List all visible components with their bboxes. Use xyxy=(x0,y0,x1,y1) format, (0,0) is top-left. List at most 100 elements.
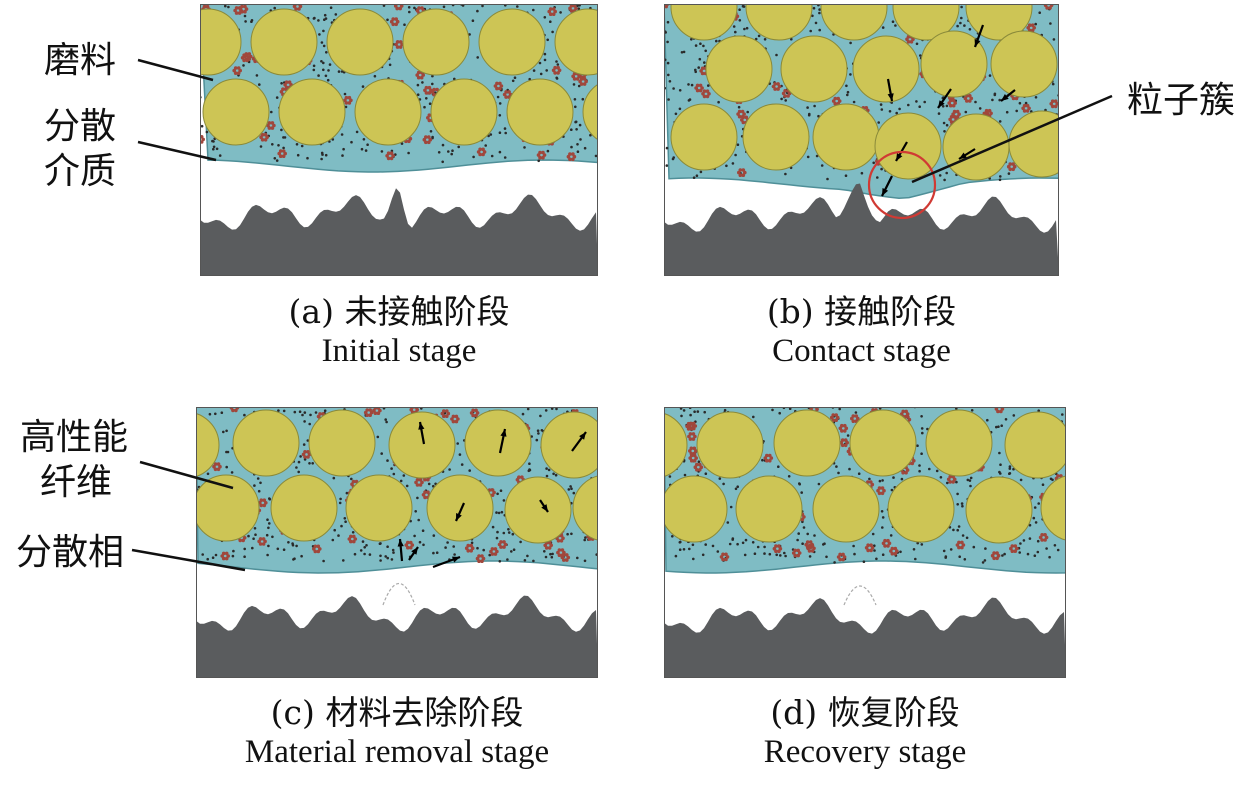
dispersed-dot xyxy=(324,153,328,157)
dispersed-dot xyxy=(489,133,493,136)
dispersed-dot xyxy=(826,177,829,181)
dispersed-dot xyxy=(206,557,209,561)
dispersed-dot xyxy=(547,468,551,472)
dispersed-dot xyxy=(880,510,884,513)
dispersed-dot xyxy=(338,501,342,505)
nano-cluster xyxy=(497,540,508,549)
nano-cluster xyxy=(312,544,322,554)
dispersed-dot xyxy=(232,549,235,553)
dispersed-dot xyxy=(312,64,316,68)
dispersed-dot xyxy=(707,84,710,87)
dispersed-dot xyxy=(1001,554,1004,557)
dispersed-dot xyxy=(476,56,480,59)
nano-cluster xyxy=(343,95,353,105)
dispersed-dot xyxy=(784,172,787,176)
dispersed-dot xyxy=(314,411,318,414)
nano-cluster xyxy=(347,534,358,544)
dispersed-dot xyxy=(225,429,228,433)
dispersed-dot xyxy=(1037,409,1040,412)
dispersed-dot xyxy=(555,407,558,411)
dispersed-dot xyxy=(941,105,945,108)
dispersed-dot xyxy=(956,492,959,496)
panel-frame xyxy=(664,407,1066,678)
dispersed-dot xyxy=(688,547,691,551)
dispersed-dot xyxy=(390,467,393,470)
dispersed-dot xyxy=(507,528,510,531)
dispersed-dot xyxy=(214,553,218,557)
panel-c xyxy=(196,407,598,678)
removed-peak-outline xyxy=(843,585,877,606)
dispersed-dot xyxy=(694,68,697,72)
dispersed-dot xyxy=(1052,38,1056,41)
dispersed-dot xyxy=(920,543,924,546)
dispersed-dot xyxy=(860,171,864,175)
dispersed-dot xyxy=(350,477,353,481)
dispersed-dot xyxy=(570,128,573,131)
nano-cluster xyxy=(889,546,899,556)
caption-a-cn: (a) 未接触阶段 xyxy=(288,292,510,331)
dispersed-dot xyxy=(340,524,343,528)
dispersed-dot xyxy=(296,153,300,157)
dispersed-dot xyxy=(697,460,701,463)
dispersed-dot xyxy=(871,532,875,536)
dispersed-dot xyxy=(877,121,880,124)
dispersed-dot xyxy=(956,528,959,532)
dispersed-dot xyxy=(1032,516,1036,520)
dispersed-dot xyxy=(403,23,406,27)
dispersed-dot xyxy=(306,439,310,442)
dispersed-dot xyxy=(881,516,885,519)
dispersed-dot xyxy=(282,548,286,551)
motion-arrowhead xyxy=(974,39,981,47)
dispersed-dot xyxy=(854,411,858,414)
dispersed-dot xyxy=(544,555,548,559)
dispersed-dot xyxy=(981,561,985,564)
dispersed-dot xyxy=(343,92,347,96)
dispersed-dot xyxy=(692,176,696,179)
dispersed-dot xyxy=(380,452,383,455)
nano-cluster xyxy=(1038,533,1049,542)
dispersed-dot xyxy=(437,151,441,154)
nano-cluster xyxy=(994,407,1005,414)
dispersed-dot xyxy=(530,435,533,438)
dispersed-dot xyxy=(1037,502,1040,505)
dispersed-dot xyxy=(496,530,499,534)
abrasive-particle xyxy=(773,409,841,477)
dispersed-dot xyxy=(227,5,230,9)
nano-cluster xyxy=(763,453,774,463)
dispersed-dot xyxy=(937,112,941,115)
dispersed-dot xyxy=(297,460,301,464)
dispersed-dot xyxy=(952,528,955,532)
dispersed-dot xyxy=(312,17,316,20)
dispersed-dot xyxy=(498,150,502,154)
dispersed-dot xyxy=(943,130,946,133)
dispersed-dot xyxy=(392,551,395,554)
dispersed-dot xyxy=(754,37,758,41)
dispersed-dot xyxy=(788,407,792,410)
nano-cluster xyxy=(469,408,480,418)
dispersed-dot xyxy=(300,554,303,558)
dispersed-dot xyxy=(689,413,692,417)
dispersed-dot xyxy=(488,553,492,557)
nano-cluster xyxy=(266,121,276,130)
dispersed-dot xyxy=(421,529,425,532)
dispersed-dot xyxy=(423,105,426,109)
dispersed-dot xyxy=(999,175,1002,178)
dispersed-dot xyxy=(446,541,449,544)
dispersed-dot xyxy=(920,415,923,418)
abrasive-particle xyxy=(250,8,318,76)
dispersed-dot xyxy=(690,38,693,41)
dispersed-dot xyxy=(1061,413,1064,416)
dispersed-dot xyxy=(322,61,325,65)
dispersed-dot xyxy=(970,409,974,412)
dispersed-dot xyxy=(295,466,298,469)
dispersed-dot xyxy=(504,131,508,135)
dispersed-dot xyxy=(201,553,204,556)
nano-cluster xyxy=(277,149,287,158)
dispersed-dot xyxy=(570,145,573,149)
panel-frame xyxy=(200,4,598,276)
dispersed-dot xyxy=(969,484,972,488)
dispersed-dot xyxy=(779,554,782,557)
dispersed-dot xyxy=(327,69,330,72)
dispersed-dot xyxy=(878,479,882,483)
dispersed-dot xyxy=(1012,414,1016,417)
